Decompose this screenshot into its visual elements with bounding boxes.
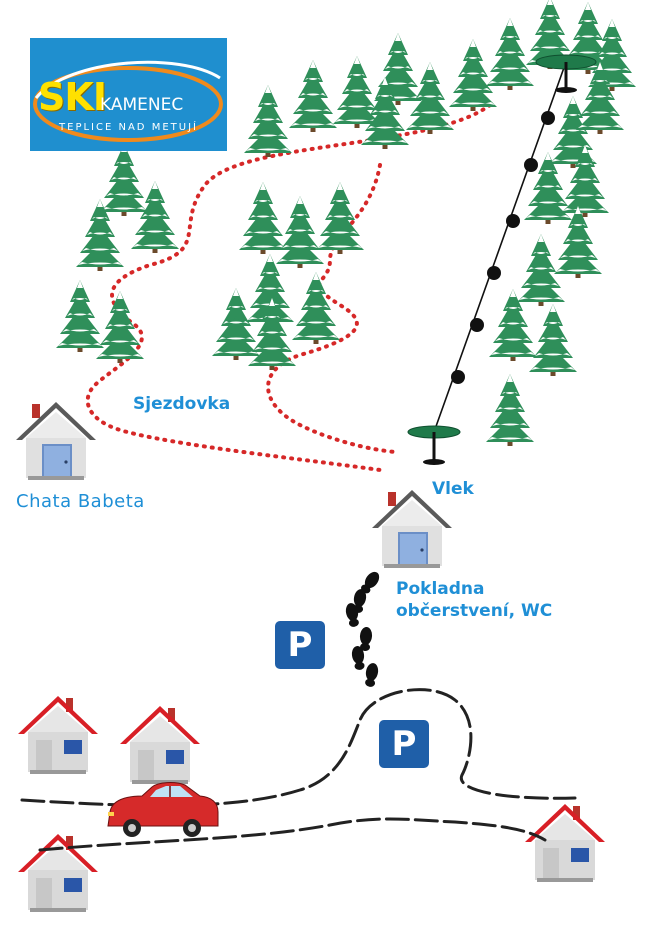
- ticket-office-house: [372, 490, 452, 568]
- village-house: [18, 696, 98, 774]
- parking-icon: P: [275, 621, 325, 669]
- ticket-office-label: Pokladna občerstvení, WC: [396, 578, 552, 622]
- logo-swoosh: [33, 60, 223, 142]
- slope-label: Sjezdovka: [133, 394, 231, 414]
- ski-kamenec-logo[interactable]: SKI KAMENEC TEPLICE NAD METUJÍ: [30, 38, 227, 151]
- logo-subtitle: TEPLICE NAD METUJÍ: [59, 122, 198, 133]
- logo-ski-text: SKI: [38, 75, 107, 119]
- cottage-house: [16, 402, 96, 480]
- ticket-office-line2: občerstvení, WC: [396, 601, 553, 621]
- ticket-office-line1: Pokladna: [396, 579, 485, 599]
- footprints-icon: [344, 569, 383, 688]
- village-house: [120, 706, 200, 784]
- car-icon: [107, 782, 219, 837]
- lift-label: Vlek: [432, 479, 474, 499]
- logo-name-text: KAMENEC: [100, 95, 184, 115]
- road: [20, 688, 577, 852]
- parking-sign-text: P: [287, 625, 313, 665]
- parking-sign-text: P: [391, 724, 417, 764]
- cottage-label: Chata Babeta: [16, 491, 145, 512]
- village-house: [525, 804, 605, 882]
- ski-slope-path: [85, 103, 492, 472]
- parking-icon: P: [379, 720, 429, 768]
- ski-lift-icon: [407, 54, 597, 465]
